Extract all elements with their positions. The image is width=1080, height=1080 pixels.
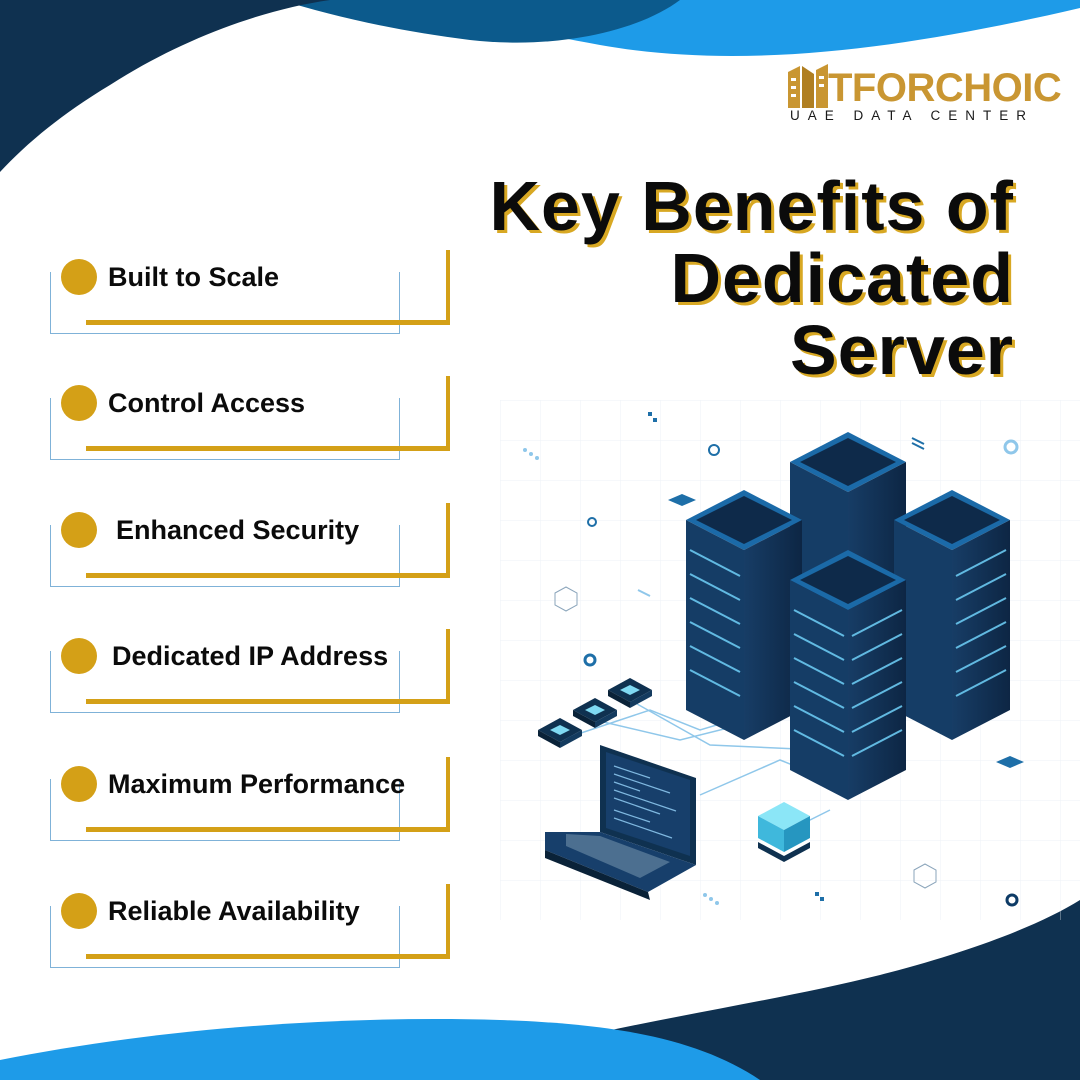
- frame-outline: [50, 525, 400, 587]
- frame-underline: [86, 699, 450, 704]
- frame-accent: [446, 376, 450, 450]
- data-cube: [758, 802, 810, 862]
- gold-circle-icon: [61, 385, 97, 421]
- benefit-item: Dedicated IP Address: [50, 629, 450, 719]
- page-title: Key Benefits of Dedicated Server: [489, 170, 1014, 386]
- bottom-light-wave: [0, 1019, 760, 1080]
- gold-circle-icon: [61, 638, 97, 674]
- frame-outline: [50, 906, 400, 968]
- frame-underline: [86, 320, 450, 325]
- top-dark-wave: [0, 0, 330, 172]
- server-racks: [686, 432, 1010, 800]
- top-mid-wave: [280, 0, 680, 43]
- frame-underline: [86, 954, 450, 959]
- laptop-terminal: [545, 745, 696, 900]
- frame-outline: [50, 398, 400, 460]
- title-line-3: Server: [790, 311, 1014, 389]
- building-n-icon: [788, 64, 828, 108]
- frame-accent: [446, 884, 450, 958]
- benefit-item: Built to Scale: [50, 250, 450, 340]
- frame-outline: [50, 779, 400, 841]
- gold-circle-icon: [61, 259, 97, 295]
- gold-circle-icon: [61, 893, 97, 929]
- frame-outline: [50, 272, 400, 334]
- server-tower-left: [686, 490, 802, 740]
- brand-name: TFORCHOIC: [828, 66, 1062, 110]
- benefit-label: Maximum Performance: [108, 769, 406, 799]
- benefit-label: Reliable Availability: [108, 896, 360, 926]
- title-line-1: Key Benefits of: [489, 167, 1014, 245]
- benefit-label: Built to Scale: [108, 262, 280, 292]
- frame-underline: [86, 827, 450, 832]
- frame-accent: [446, 629, 450, 703]
- chip-modules: [538, 678, 652, 748]
- benefit-item: Reliable Availability: [50, 884, 450, 974]
- title-line-2: Dedicated: [670, 239, 1014, 317]
- frame-underline: [86, 446, 450, 451]
- server-tower-front: [790, 550, 906, 800]
- frame-outline: [50, 651, 400, 713]
- benefit-item: Enhanced Security: [50, 503, 450, 593]
- benefit-label: Control Access: [108, 388, 306, 418]
- frame-accent: [446, 757, 450, 831]
- brand-logo: TFORCHOIC UAE DATA CENTER: [786, 64, 1062, 128]
- gold-circle-icon: [61, 766, 97, 802]
- server-tower-right: [894, 490, 1010, 740]
- benefit-label: Enhanced Security: [116, 515, 360, 545]
- server-rack-illustration: [500, 400, 1080, 920]
- frame-underline: [86, 573, 450, 578]
- benefit-label: Dedicated IP Address: [112, 641, 389, 671]
- frame-accent: [446, 250, 450, 324]
- brand-tagline: UAE DATA CENTER: [790, 108, 1035, 123]
- frame-accent: [446, 503, 450, 577]
- benefit-item: Control Access: [50, 376, 450, 466]
- benefit-item: Maximum Performance: [50, 757, 450, 847]
- gold-circle-icon: [61, 512, 97, 548]
- decor-dots: [523, 412, 1024, 907]
